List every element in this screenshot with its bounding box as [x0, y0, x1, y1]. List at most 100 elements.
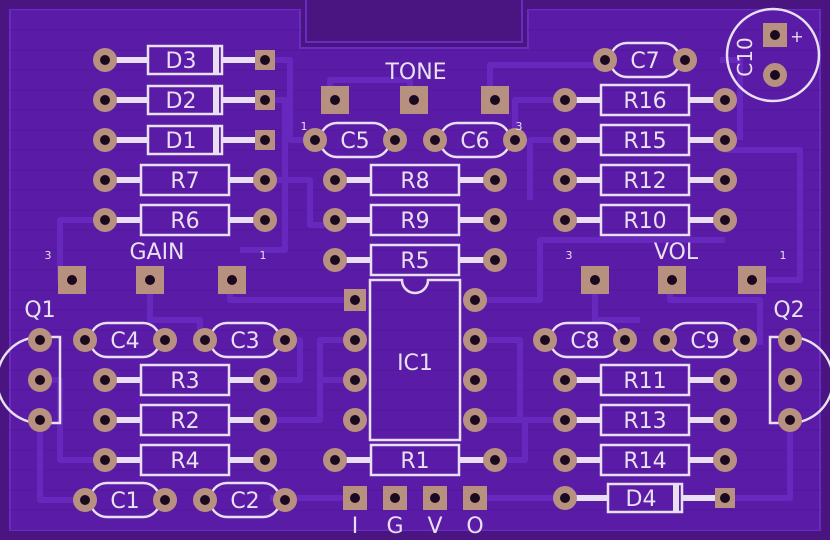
resistor-pad-hole	[720, 455, 730, 465]
resistor-r2: R2	[93, 403, 277, 437]
diode-body	[146, 44, 224, 76]
resistor-r11: R11	[553, 363, 737, 397]
diode-label: D1	[166, 129, 197, 154]
capacitor-pad-hole	[80, 335, 90, 345]
ic1-pad-hole	[350, 415, 360, 425]
c10-outline	[725, 7, 821, 103]
transistor-pad-hole	[35, 335, 45, 345]
resistor-pad-hole	[720, 215, 730, 225]
pot-pad-hole	[590, 275, 600, 285]
diode-cathode-band	[213, 126, 219, 154]
q2-label: Q2	[773, 298, 804, 323]
resistor-label: R16	[623, 89, 666, 114]
capacitor-pad-hole	[540, 335, 550, 345]
capacitor-pad-hole	[200, 495, 210, 505]
resistor-body	[369, 203, 461, 237]
resistor-pad-hole	[560, 135, 570, 145]
capacitor-pad-hole	[310, 135, 320, 145]
resistor-label: R7	[170, 169, 199, 194]
diode-cathode-band	[213, 86, 219, 114]
capacitor-pad-hole	[200, 335, 210, 345]
pot-pad-hole	[145, 275, 155, 285]
resistor-body	[599, 123, 691, 157]
c10-negative-pad-hole	[770, 70, 780, 80]
tone-pin3-label: 3	[516, 120, 523, 133]
resistor-pad-hole	[260, 455, 270, 465]
resistor-r13: R13	[553, 403, 737, 437]
resistor-body	[369, 243, 461, 277]
io-pad-hole	[470, 493, 480, 503]
diode-cathode-pad-hole	[260, 135, 270, 145]
diode-body	[606, 482, 684, 514]
c10-label: C10	[733, 37, 757, 76]
resistor-body	[599, 443, 691, 477]
ic1-outline	[368, 278, 462, 442]
capacitor-pad-hole	[280, 335, 290, 345]
transistor-q1	[0, 328, 62, 432]
ic1-pad-hole	[470, 335, 480, 345]
diode-cathode-band	[673, 484, 679, 512]
resistor-r8: R8	[323, 163, 507, 197]
resistor-pad-hole	[100, 175, 110, 185]
resistor-r7: R7	[93, 163, 277, 197]
resistor-label: R2	[170, 409, 199, 434]
capacitor-c2: C2	[193, 481, 297, 519]
capacitor-pad-hole	[660, 335, 670, 345]
resistor-label: R10	[623, 209, 666, 234]
resistor-pad-hole	[720, 135, 730, 145]
resistor-pad-hole	[560, 415, 570, 425]
c10-positive-pad-hole	[770, 30, 780, 40]
resistor-pad-hole	[490, 455, 500, 465]
resistor-pad-hole	[330, 215, 340, 225]
pot-pad-hole	[747, 275, 757, 285]
resistor-r9: R9	[323, 203, 507, 237]
resistor-body	[369, 163, 461, 197]
pot-pad-hole	[409, 95, 419, 105]
resistor-body	[599, 203, 691, 237]
diode-cathode-band	[213, 46, 219, 74]
io-i-label: I	[352, 514, 359, 539]
tone-pin1-label: 1	[301, 120, 308, 133]
transistor-pad-hole	[785, 335, 795, 345]
diode-label: D4	[626, 487, 657, 512]
pot-pad-hole	[67, 275, 77, 285]
capacitor-pad-hole	[600, 55, 610, 65]
resistor-pad-hole	[100, 375, 110, 385]
io-pad-hole	[350, 493, 360, 503]
capacitor-pad-hole	[510, 135, 520, 145]
capacitor-label: C4	[110, 329, 139, 354]
capacitor-c8: C8	[533, 321, 637, 359]
diode-label: D2	[166, 89, 197, 114]
vol-pin3-label: 3	[566, 249, 573, 262]
diode-d4: D4	[553, 482, 735, 514]
silk-labels: TONE 1 3 GAIN 3 1 VOL 3 1 Q1 Q2 IC1 C10 …	[24, 27, 804, 539]
capacitor-pad-hole	[160, 495, 170, 505]
resistor-pad-hole	[330, 255, 340, 265]
capacitor-pad-hole	[430, 135, 440, 145]
ic1-pad-hole	[350, 375, 360, 385]
resistor-body	[599, 83, 691, 117]
resistor-pad-hole	[490, 175, 500, 185]
resistor-label: R5	[400, 249, 429, 274]
tone-pot	[321, 86, 509, 114]
capacitor-c4: C4	[73, 321, 177, 359]
resistor-body	[139, 163, 231, 197]
capacitor-pad-hole	[620, 335, 630, 345]
io-pad-hole	[430, 493, 440, 503]
resistor-r12: R12	[553, 163, 737, 197]
diode-cathode-pad-hole	[260, 95, 270, 105]
diode-cathode-pad-hole	[260, 55, 270, 65]
q1-label: Q1	[24, 298, 55, 323]
capacitor-c9: C9	[653, 321, 757, 359]
gain-pin3-label: 3	[45, 249, 52, 262]
resistor-r3: R3	[93, 363, 277, 397]
diode-pad-hole	[100, 55, 110, 65]
gain-label: GAIN	[129, 240, 184, 265]
capacitor-c1: C1	[73, 481, 177, 519]
capacitor-pad-hole	[390, 135, 400, 145]
resistor-body	[139, 443, 231, 477]
vol-pin1-label: 1	[780, 249, 787, 262]
ic1-pad-hole	[350, 335, 360, 345]
pot-pad-hole	[490, 95, 500, 105]
capacitor-c7: C7	[593, 41, 697, 79]
